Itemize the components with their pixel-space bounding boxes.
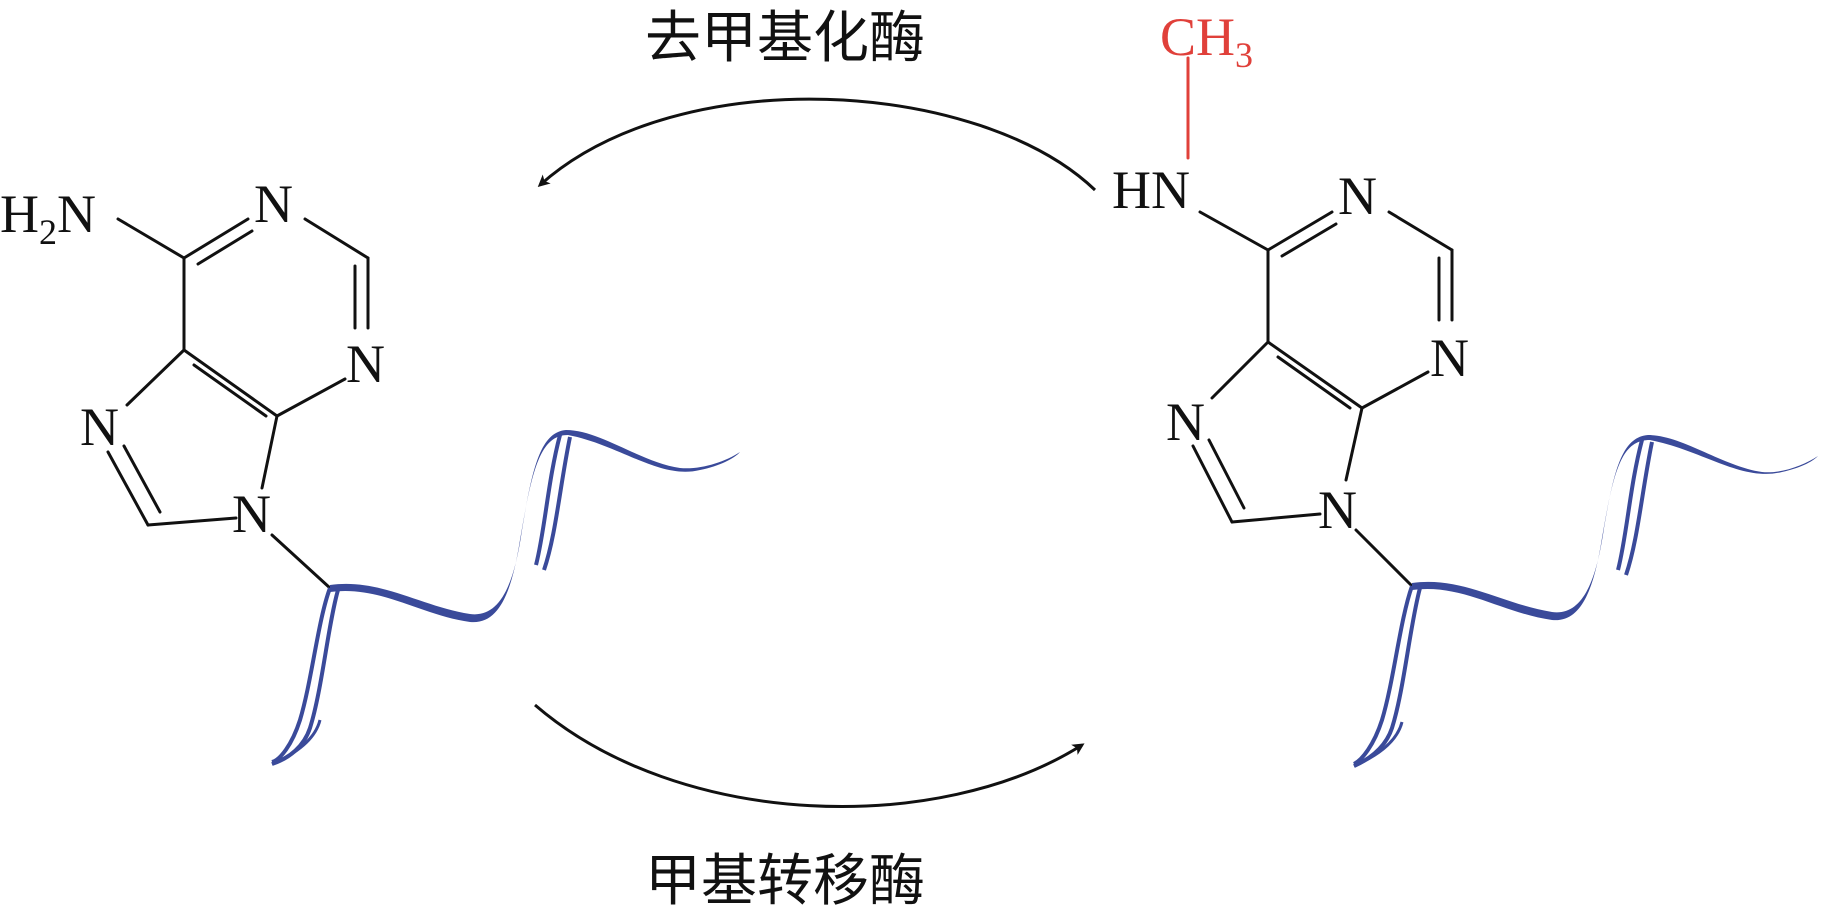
right-bond-n7-c8-double — [1207, 438, 1246, 510]
left-bond-n7-c8 — [106, 450, 150, 527]
left-bond-c6-n1 — [182, 217, 250, 260]
right-bond-n7-c8 — [1191, 444, 1234, 524]
right-rna-ribbon — [1352, 435, 1818, 768]
right-bond-c5-n7 — [1210, 340, 1270, 400]
left-bond-n1-c2 — [303, 217, 370, 260]
right-bond-c4-n9 — [1344, 406, 1364, 482]
left-bond-c6-n1-double — [196, 229, 254, 266]
demethylation-arrow — [537, 97, 1097, 192]
left-adenine: H2N N N N N — [0, 174, 385, 590]
left-bond-n7-c8-double — [122, 444, 162, 514]
right-bond-n3-c4 — [1360, 370, 1430, 410]
left-rna-ribbon — [271, 430, 740, 766]
right-bond-c6-n1 — [1266, 210, 1334, 252]
left-bond-n3-c4 — [275, 377, 347, 418]
left-bond-c8-n9 — [146, 516, 238, 527]
left-bond-c5-n7 — [125, 348, 186, 407]
left-bond-n9-ribose — [270, 533, 332, 590]
right-bond-n1-c2 — [1387, 210, 1454, 252]
right-bond-c8-n9 — [1230, 512, 1322, 524]
right-n3-label: N — [1430, 328, 1469, 388]
right-bond-n9-ribose — [1354, 528, 1414, 588]
methyltransferase-label: 甲基转移酶 — [645, 849, 925, 914]
left-bond-nh2-c6 — [116, 217, 186, 260]
left-n7-label: N — [80, 397, 119, 457]
right-methyl-label: CH3 — [1160, 7, 1253, 75]
left-bond-c4-n9 — [260, 414, 279, 490]
right-bond-c5-c4-double — [1276, 355, 1352, 410]
demethylase-label: 去甲基化酶 — [645, 6, 925, 71]
left-amine-label: H2N — [0, 184, 96, 252]
right-bond-c5-c4 — [1266, 340, 1364, 410]
right-hn-label: HN — [1112, 160, 1190, 220]
right-m6a: CH3 HN N N N N — [1112, 7, 1469, 588]
methylation-arrow — [534, 703, 1085, 808]
left-bond-c5-c4-double — [192, 363, 268, 418]
right-n1-label: N — [1338, 166, 1377, 226]
left-n1-label: N — [254, 174, 293, 234]
left-bond-c5-c4 — [182, 348, 279, 418]
right-bond-c6-n1-double — [1280, 222, 1338, 258]
left-n3-label: N — [346, 334, 385, 394]
right-n7-label: N — [1166, 392, 1205, 452]
right-bond-nh-c6 — [1198, 210, 1270, 252]
right-n9-label: N — [1318, 480, 1357, 540]
left-n9-label: N — [232, 484, 271, 544]
